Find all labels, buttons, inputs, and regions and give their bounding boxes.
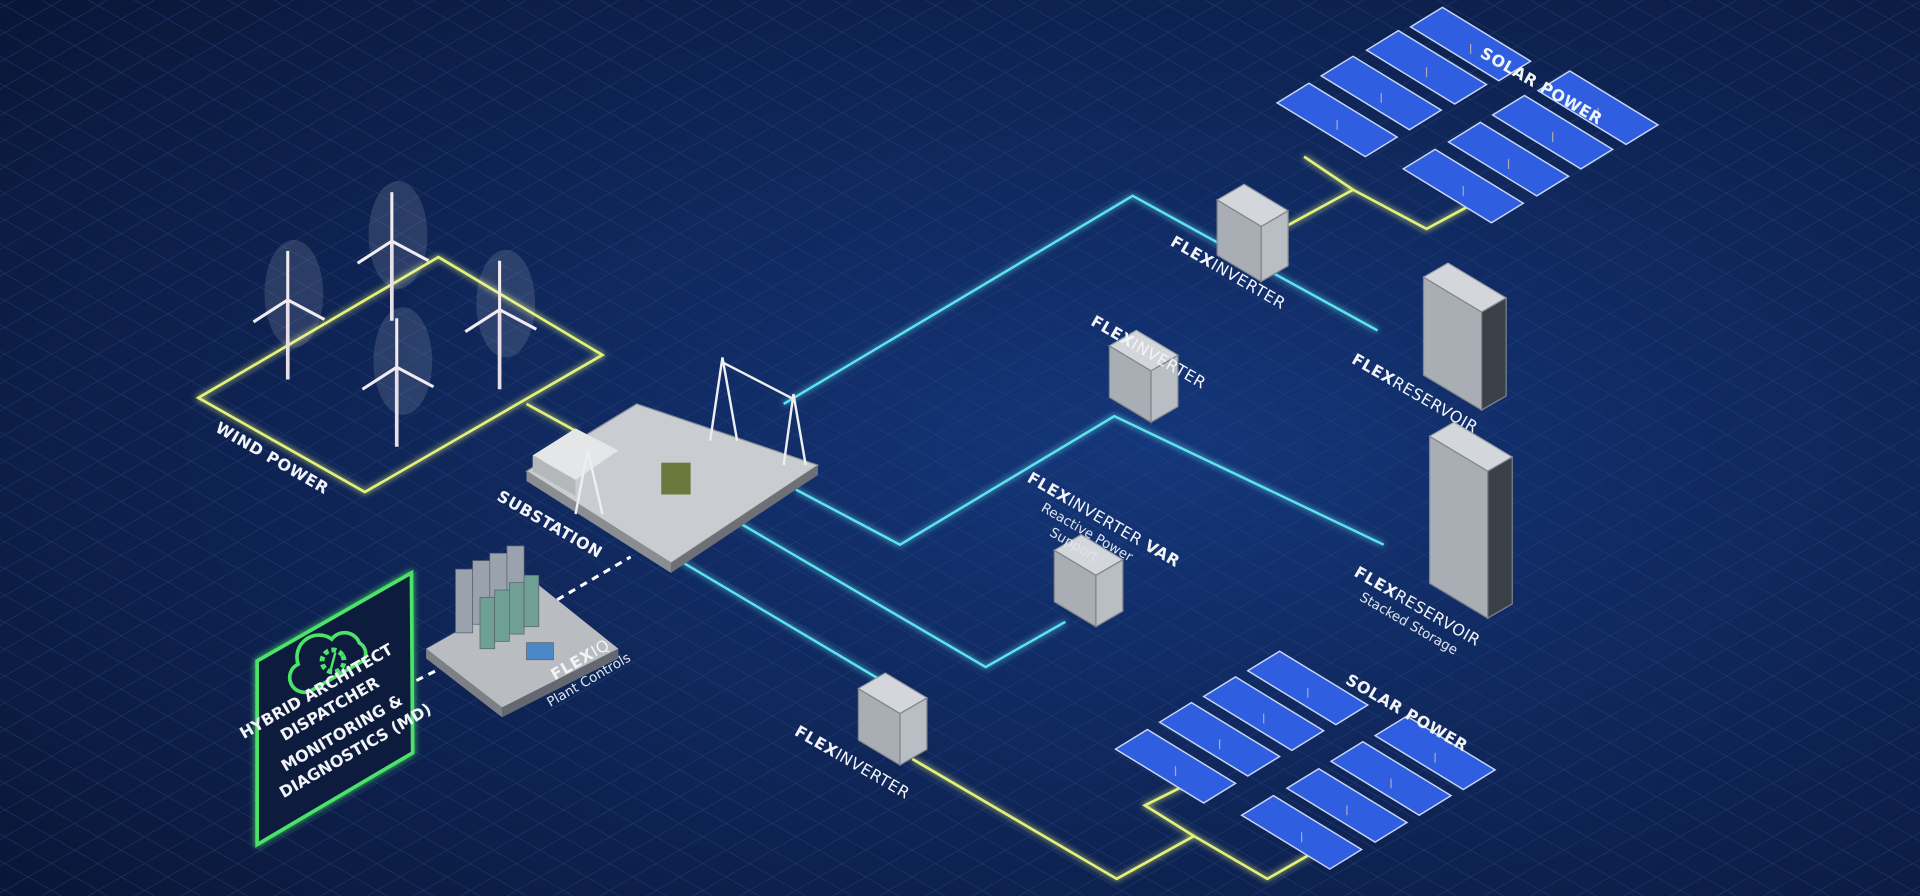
solar-arrays [1114, 6, 1660, 870]
flexiq-control-center [426, 545, 619, 718]
wind-turbine [252, 239, 326, 380]
solar-panel [1329, 740, 1453, 817]
solar-panel [1114, 728, 1237, 804]
wind-to-substation-cable [525, 402, 577, 433]
solar-panel [1447, 121, 1570, 197]
substation [525, 357, 820, 573]
wind-turbine [356, 181, 430, 321]
cable-inverter-var [734, 519, 1066, 669]
solar-panel [1409, 6, 1533, 82]
solar-panel [1246, 650, 1370, 726]
wind-turbine [464, 249, 538, 390]
cable-inverter-top [783, 194, 1379, 405]
flexinverter-bottom [857, 672, 929, 767]
flexinverter-var [1053, 534, 1125, 628]
solar-panel [1365, 29, 1488, 105]
flexreservoir-stacked [1428, 421, 1514, 620]
top-solar-branch [1303, 155, 1354, 191]
solar-wind-cables [195, 155, 1471, 881]
flexinverter-mid [1108, 329, 1180, 424]
flexinverter-top [1215, 183, 1290, 283]
solar-panel [1275, 82, 1399, 158]
wind-turbines [252, 181, 538, 447]
solar-panel [1240, 794, 1364, 870]
solar-panel [1319, 55, 1443, 131]
wind-turbine [361, 307, 435, 447]
solar-panel [1401, 148, 1525, 224]
cable-inverter-mid [795, 414, 1385, 547]
equipment-containers [857, 183, 1514, 767]
top-solar-cable [1285, 188, 1471, 231]
solar-panel [1373, 715, 1497, 791]
solar-panel [1536, 70, 1660, 146]
wind-farm-boundary [195, 255, 606, 494]
solar-panel [1202, 676, 1326, 752]
bottom-solar-branch [1142, 779, 1195, 838]
solar-panel [1491, 94, 1615, 170]
flexreservoir [1422, 262, 1508, 412]
solar-panel [1285, 767, 1409, 844]
solar-panel [1158, 701, 1281, 777]
